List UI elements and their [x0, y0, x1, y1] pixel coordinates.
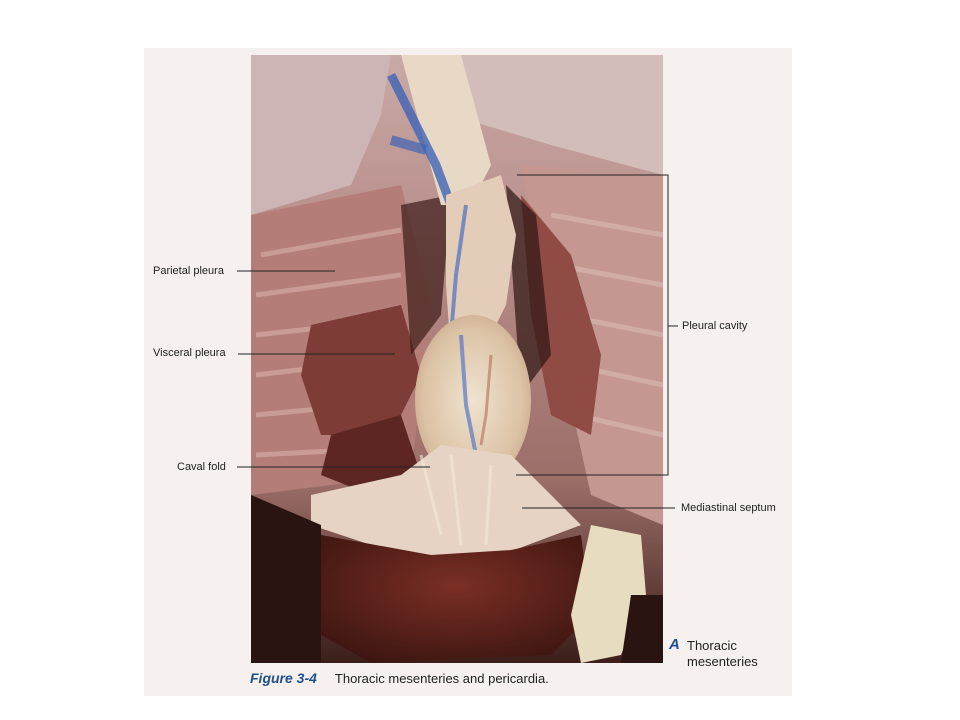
figure-number: Figure 3-4	[250, 670, 317, 686]
subfigure-letter: A	[669, 636, 680, 653]
subfigure-title-line1: Thoracic	[687, 638, 737, 653]
figure-caption: Figure 3-4 Thoracic mesenteries and peric…	[250, 670, 549, 686]
dissection-photo	[251, 55, 663, 663]
visceral-pleura-label: Visceral pleura	[153, 347, 226, 359]
caval-fold-label: Caval fold	[177, 461, 226, 473]
mediastinal-septum-label: Mediastinal septum	[681, 502, 776, 514]
subfigure-title-line2: mesenteries	[687, 654, 758, 669]
parietal-pleura-label: Parietal pleura	[153, 265, 224, 277]
figure-caption-text: Thoracic mesenteries and pericardia.	[334, 671, 549, 686]
pleural-cavity-label: Pleural cavity	[682, 320, 748, 332]
